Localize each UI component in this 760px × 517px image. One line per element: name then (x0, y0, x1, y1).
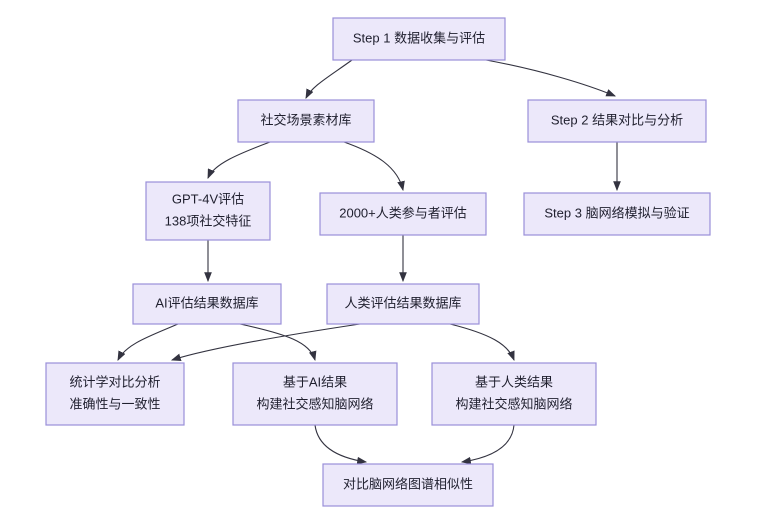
node-box-ai_brain_net[interactable] (232, 362, 398, 426)
node-label-gpt4v_eval-line-0: GPT-4V评估 (172, 191, 244, 206)
node-human_eval[interactable]: 2000+人类参与者评估 (319, 192, 487, 236)
node-label-stat_compare-line-0: 统计学对比分析 (69, 374, 160, 389)
node-scene_library[interactable]: 社交场景素材库 (237, 99, 375, 143)
node-box-step1[interactable] (332, 17, 506, 61)
node-gpt4v_eval[interactable]: GPT-4V评估 138项社交特征 (145, 181, 271, 241)
node-step1[interactable]: Step 1 数据收集与评估 (332, 17, 506, 61)
node-box-compare_graph[interactable] (322, 463, 494, 507)
edge-scene_library-to-human_eval (343, 141, 405, 192)
node-label-human_brain_net-line-1: 构建社交感知脑网络 (455, 396, 572, 411)
node-label-gpt4v_eval-line-1: 138项社交特征 (165, 213, 252, 228)
edge-step1-to-scene_library (305, 59, 353, 99)
node-compare_graph[interactable]: 对比脑网络图谱相似性 (322, 463, 494, 507)
node-label-ai_brain_net-line-0: 基于AI结果 (283, 374, 347, 389)
node-label-step3-line-0: Step 3 脑网络模拟与验证 (544, 205, 689, 220)
node-box-human_db[interactable] (326, 283, 480, 325)
node-box-human_brain_net[interactable] (431, 362, 597, 426)
node-box-scene_library[interactable] (237, 99, 375, 143)
node-box-step3[interactable] (523, 192, 711, 236)
node-step3[interactable]: Step 3 脑网络模拟与验证 (523, 192, 711, 236)
node-human_db[interactable]: 人类评估结果数据库 (326, 283, 480, 325)
edge-ai_brain_net-to-compare_graph (314, 424, 368, 465)
node-box-step2[interactable] (527, 99, 707, 143)
edge-ai_db-to-stat_compare (117, 323, 179, 361)
node-label-stat_compare-line-1: 准确性与一致性 (69, 396, 160, 411)
node-label-step2-line-0: Step 2 结果对比与分析 (551, 112, 683, 127)
edge-ai_db-to-ai_brain_net (239, 323, 317, 362)
node-box-stat_compare[interactable] (45, 362, 185, 426)
node-label-compare_graph-line-0: 对比脑网络图谱相似性 (343, 476, 473, 491)
edge-step1-to-step2 (485, 59, 617, 97)
node-ai_db[interactable]: AI评估结果数据库 (132, 283, 282, 325)
edge-human_db-to-stat_compare (170, 323, 361, 362)
node-label-step1-line-0: Step 1 数据收集与评估 (353, 30, 485, 45)
node-step2[interactable]: Step 2 结果对比与分析 (527, 99, 707, 143)
node-label-scene_library-line-0: 社交场景素材库 (260, 112, 351, 127)
node-label-ai_brain_net-line-1: 构建社交感知脑网络 (256, 396, 373, 411)
node-box-ai_db[interactable] (132, 283, 282, 325)
node-label-human_db-line-0: 人类评估结果数据库 (344, 295, 461, 310)
edge-human_brain_net-to-compare_graph (460, 424, 515, 465)
node-box-human_eval[interactable] (319, 192, 487, 236)
edge-scene_library-to-gpt4v_eval (207, 141, 271, 180)
node-label-human_eval-line-0: 2000+人类参与者评估 (339, 205, 467, 220)
node-box-gpt4v_eval[interactable] (145, 181, 271, 241)
edge-human_db-to-human_brain_net (449, 323, 515, 362)
node-label-ai_db-line-0: AI评估结果数据库 (155, 295, 258, 310)
node-label-human_brain_net-line-0: 基于人类结果 (475, 374, 553, 389)
edges-layer (117, 59, 621, 465)
